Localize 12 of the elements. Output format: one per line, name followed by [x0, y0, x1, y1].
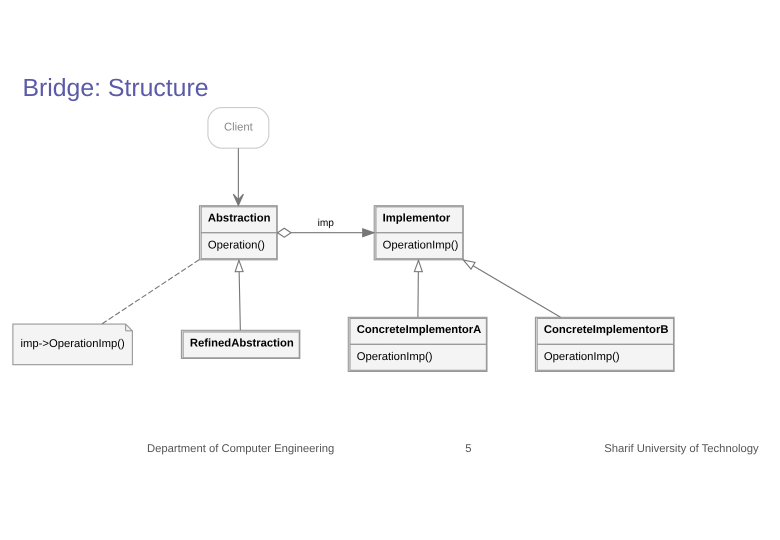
label: Department of Computer Engineering: [146, 442, 334, 455]
arrow: [234, 258, 244, 330]
node-box: Client: [207, 106, 270, 148]
edge-label: imp: [318, 218, 334, 229]
arrow: [232, 148, 244, 206]
arrow: [276, 227, 376, 238]
label: 5: [465, 442, 472, 455]
arrow: [462, 258, 561, 318]
diagram-title: Bridge: Structure: [22, 74, 209, 102]
label: Sharif University of Technology: [604, 442, 759, 455]
arrow: [414, 258, 424, 316]
connector: [101, 258, 200, 324]
